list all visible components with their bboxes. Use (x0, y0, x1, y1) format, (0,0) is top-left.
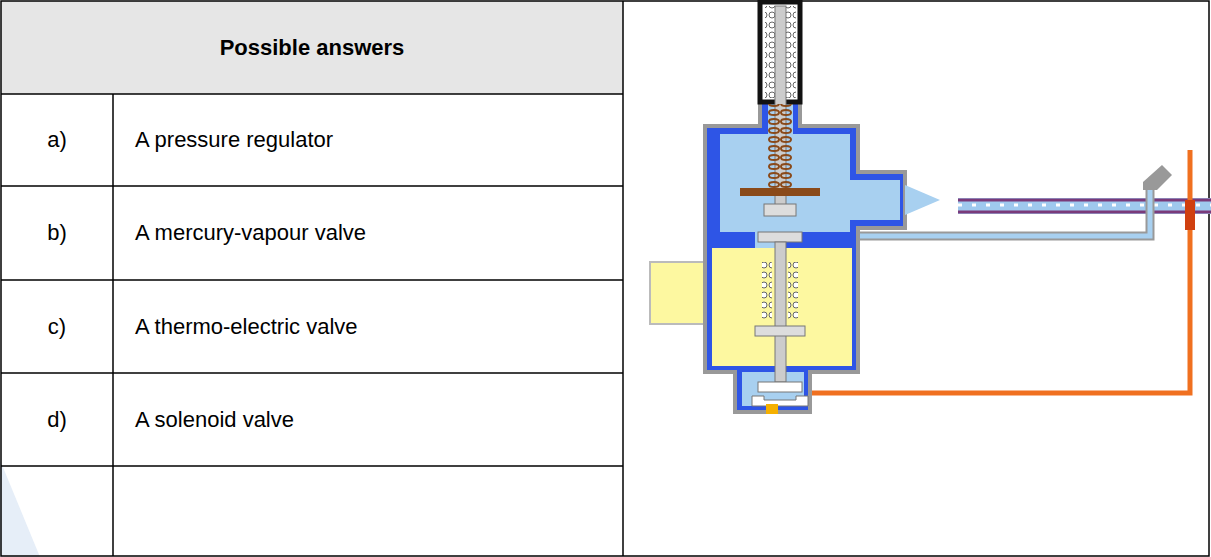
gas-jet (905, 185, 940, 215)
table-cell: Possible answers (1, 1, 623, 94)
lower-disc (758, 232, 802, 242)
wire-terminal (766, 404, 778, 414)
spring-seat (755, 326, 805, 336)
thermocouple-tip (1185, 200, 1195, 230)
table-cell-text: A mercury-vapour valve (135, 220, 366, 246)
inlet-pipe (650, 262, 710, 324)
pilot-nozzle (1143, 165, 1172, 190)
table-cell: a) (1, 94, 113, 186)
table-header: Possible answers (220, 35, 405, 61)
regulating-spring (768, 104, 792, 188)
table-cell-text: c) (48, 314, 66, 340)
watermark-shape (0, 460, 40, 557)
table-cell: A mercury-vapour valve (113, 186, 623, 280)
table-cell-text: a) (47, 127, 67, 153)
table-cell-text: A solenoid valve (135, 407, 294, 433)
table-cell: d) (1, 373, 113, 466)
table-cell-text: A pressure regulator (135, 127, 333, 153)
table-cell: A pressure regulator (113, 94, 623, 186)
table-cell-text: b) (47, 220, 67, 246)
table-cell: b) (1, 186, 113, 280)
table-cell-text: A thermo-electric valve (135, 314, 358, 340)
burner (958, 198, 1211, 214)
spring-plate (740, 188, 820, 196)
table-cell: A solenoid valve (113, 373, 623, 466)
magnet (752, 396, 808, 406)
table-cell-text: d) (47, 407, 67, 433)
armature (758, 382, 802, 392)
table-cell: c) (1, 280, 113, 373)
valve-disc (764, 204, 796, 216)
valve-body (705, 90, 940, 412)
table-cell: A thermo-electric valve (113, 280, 623, 373)
lower-stem (775, 242, 786, 382)
table-header-bg (1, 1, 623, 94)
